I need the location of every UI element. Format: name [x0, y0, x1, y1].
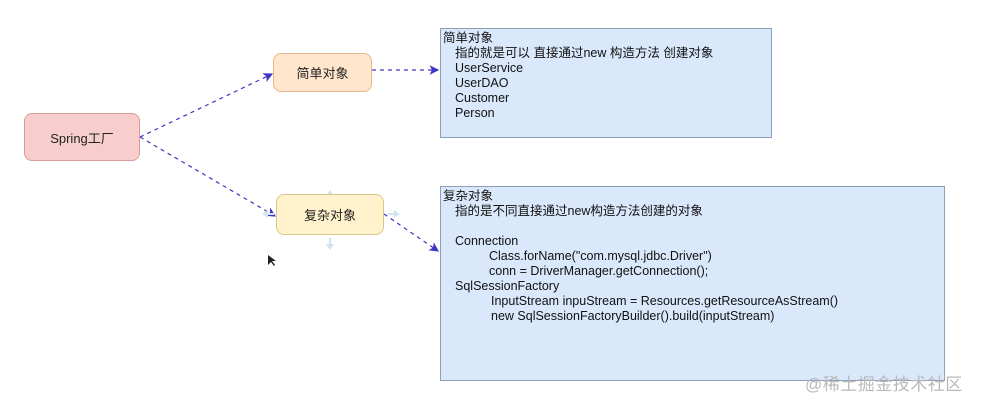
mouse-cursor-icon	[268, 255, 276, 266]
simple-object-panel[interactable]: 简单对象 指的就是可以 直接通过new 构造方法 创建对象 UserServic…	[440, 28, 772, 138]
edge-spring-to-complex	[139, 136, 277, 217]
example-item: Customer	[455, 91, 510, 105]
panel-description: 指的是不同直接通过new构造方法创建的对象	[455, 204, 703, 218]
example-item: Person	[455, 106, 495, 120]
spacer	[443, 219, 944, 234]
panel-description: 指的就是可以 直接通过new 构造方法 创建对象	[455, 46, 714, 60]
example-item: UserDAO	[455, 76, 509, 90]
complex-object-label: 复杂对象	[303, 208, 356, 223]
simple-object-label: 简单对象	[296, 66, 349, 81]
factory-label: SqlSessionFactory	[455, 279, 560, 293]
edge-complex-to-panel	[383, 213, 439, 252]
spring-factory-label: Spring工厂	[50, 130, 114, 146]
code-line: new SqlSessionFactoryBuilder().build(inp…	[491, 309, 775, 323]
panel-title: 复杂对象	[443, 189, 494, 203]
complex-object-node[interactable]: 复杂对象	[276, 194, 384, 235]
connection-label: Connection	[455, 234, 519, 248]
code-line: InputStream inpuStream = Resources.getRe…	[491, 294, 839, 308]
example-item: UserService	[455, 61, 524, 75]
edge-spring-to-simple	[139, 73, 274, 138]
simple-object-node[interactable]: 简单对象	[273, 53, 372, 92]
code-line: Class.forName("com.mysql.jdbc.Driver")	[489, 249, 712, 263]
panel-title: 简单对象	[443, 31, 494, 45]
complex-object-panel[interactable]: 复杂对象 指的是不同直接通过new构造方法创建的对象 Connection Cl…	[440, 186, 945, 381]
spring-factory-node[interactable]: Spring工厂	[24, 113, 140, 161]
watermark: @稀土掘金技术社区	[805, 375, 963, 394]
code-line: conn = DriverManager.getConnection();	[489, 264, 709, 278]
